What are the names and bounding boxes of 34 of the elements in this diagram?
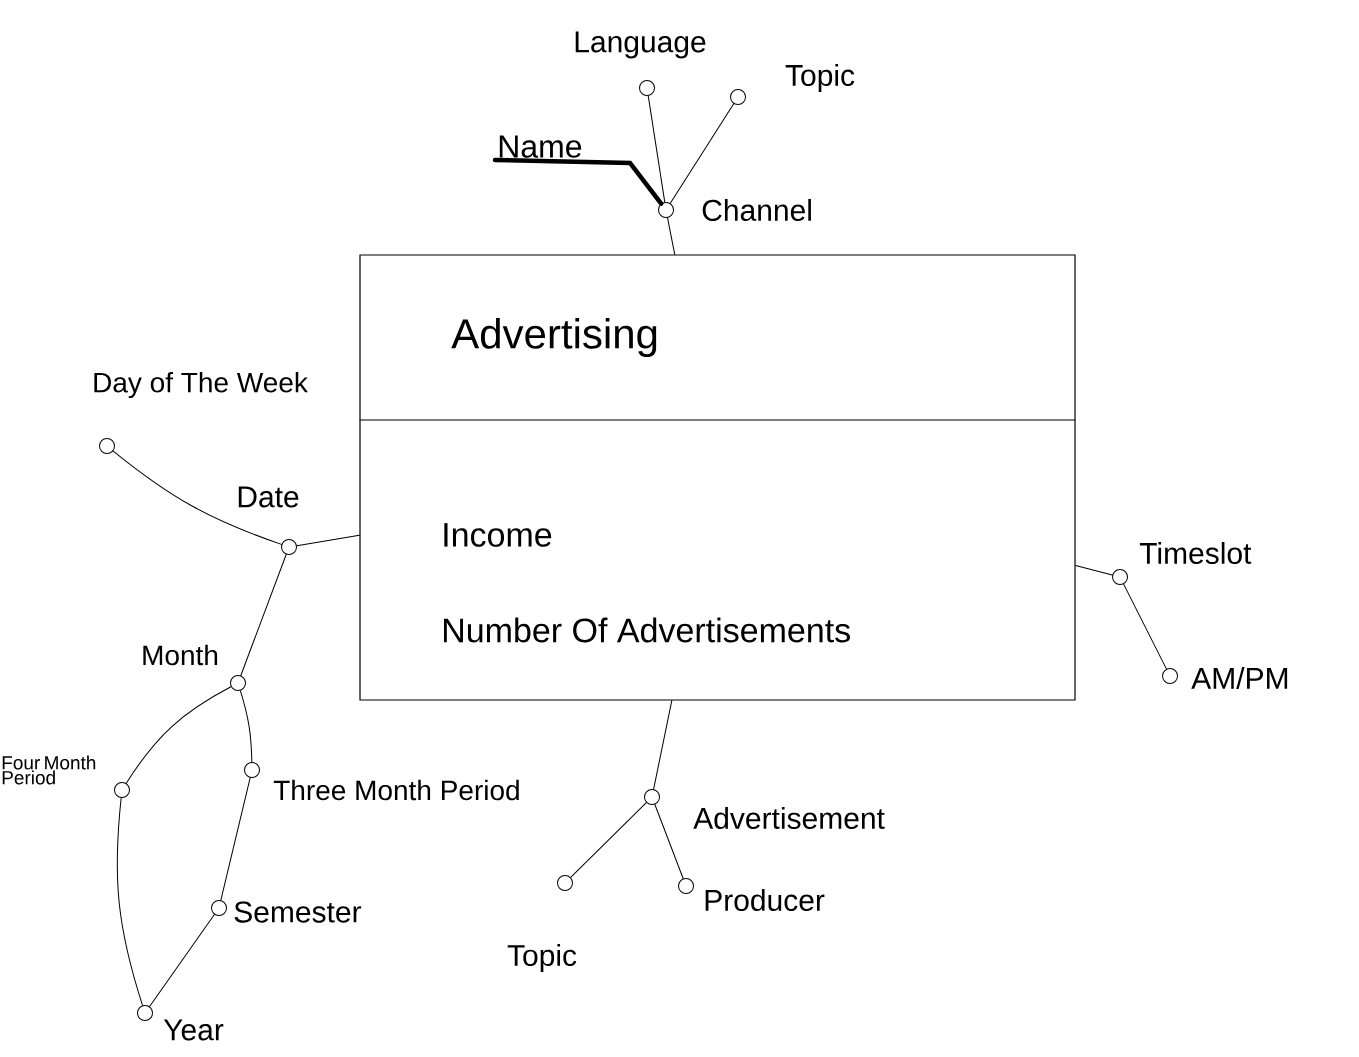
attribute-label: Day of The Week (94, 371, 308, 399)
connector-line (667, 217, 676, 255)
connector-line (1123, 583, 1167, 670)
connector-line (1075, 565, 1113, 576)
attribute-label: Channel (702, 199, 811, 221)
attribute-label: Producer (705, 889, 825, 912)
connector-line (669, 103, 735, 204)
attribute-label: Topic (785, 64, 855, 92)
attribute-label: AM/PM (1191, 667, 1288, 690)
attribute-label: Advertisement (693, 807, 885, 830)
connector-line (125, 686, 232, 784)
connector-line (112, 450, 282, 545)
attribute-label: Year (163, 1019, 224, 1041)
attribute-label: Name (499, 135, 582, 158)
connector-line (239, 690, 253, 763)
connector-line (240, 554, 287, 676)
connector-line (149, 914, 215, 1007)
connector-line (653, 700, 673, 790)
connector-line (220, 777, 251, 901)
attribute-label: Semester (234, 901, 362, 923)
attribute-label: Month (143, 644, 218, 666)
attribute-label: Topic (507, 944, 577, 972)
attribute-label: Timeslot (1139, 542, 1252, 565)
attribute-label: Three Month Period (273, 779, 519, 801)
connector-line (296, 534, 360, 547)
connector-line (492, 157, 664, 206)
connector-line (116, 797, 144, 1006)
fact-box: Advertising Income Number Of Advertisements (359, 254, 1076, 701)
attribute-label: Language (575, 31, 706, 59)
connector-line (570, 802, 647, 878)
attribute-label: Date (238, 486, 299, 508)
connector-line (647, 95, 666, 203)
connector-line (654, 804, 684, 880)
attribute-label: Four Month Period (2, 755, 96, 785)
